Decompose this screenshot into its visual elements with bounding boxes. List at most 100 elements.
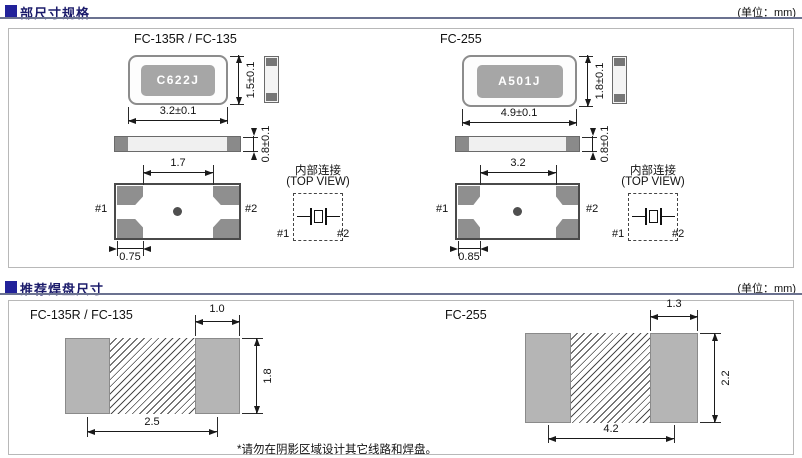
model-name: FC-255 <box>440 32 482 46</box>
keepout-hatch <box>110 338 195 414</box>
package-end-view <box>612 56 627 104</box>
pin2-label: #2 <box>586 203 599 215</box>
extension-line <box>462 109 463 126</box>
dim-pad-gap-label: 1.7 <box>170 157 186 169</box>
section-divider <box>0 293 802 295</box>
dim-body-width-label: 4.9±0.1 <box>500 107 538 119</box>
keepout-hatch <box>571 333 650 423</box>
terminal-cap <box>566 137 579 151</box>
terminal-cap <box>266 93 277 101</box>
dim-pad-gap-label: 3.2 <box>510 157 526 169</box>
dimension-line <box>462 120 577 126</box>
terminal-cap <box>266 58 277 66</box>
terminal-cap <box>456 137 469 151</box>
unit-label: (单位：mm) <box>737 7 796 19</box>
dim-body-width-label: 3.2±0.1 <box>159 105 197 117</box>
dimension-line <box>254 338 260 414</box>
dimension-line <box>480 170 556 176</box>
dim-land-pitch-label: 2.5 <box>144 416 160 428</box>
pin2-label: #2 <box>245 203 258 215</box>
terminal-pad <box>213 186 239 205</box>
terminal-cap <box>614 94 625 102</box>
package-marking: A501J <box>476 64 563 98</box>
extension-line <box>217 417 218 437</box>
internal-pin1-label: #1 <box>612 228 625 240</box>
extension-line <box>700 333 721 334</box>
extension-line <box>243 137 258 138</box>
terminal-pad <box>556 219 578 238</box>
dimension-line <box>548 436 674 442</box>
section-marker-icon <box>5 281 17 293</box>
extension-line <box>650 310 651 331</box>
internal-pin2-label: #2 <box>337 228 350 240</box>
extension-line <box>556 165 557 185</box>
dimension-line <box>650 314 698 320</box>
extension-line <box>213 165 214 185</box>
extension-line <box>582 151 597 152</box>
internal-connection-box <box>628 193 678 241</box>
dim-land-height-label: 2.2 <box>720 370 732 386</box>
package-top-view: A501J <box>462 55 577 107</box>
land-pad-right <box>195 338 240 414</box>
internal-connection-title: 内部连接 <box>295 165 341 177</box>
package-marking: C622J <box>141 64 215 96</box>
land-pad-right <box>650 333 698 423</box>
extension-line <box>242 338 263 339</box>
extension-line <box>697 310 698 331</box>
dim-land-pitch-label: 4.2 <box>603 423 619 435</box>
keepout-note: *请勿在阴影区域设计其它线路和焊盘。 <box>237 444 437 456</box>
extension-line <box>242 413 263 414</box>
extension-line <box>243 151 258 152</box>
extension-line <box>87 417 88 437</box>
unit-label: (单位：mm) <box>737 283 796 295</box>
extension-line <box>674 425 675 443</box>
terminal-pad <box>117 219 143 238</box>
terminal-cap <box>227 137 240 151</box>
dim-pad-width-label: 0.75 <box>119 251 141 263</box>
extension-line <box>576 109 577 126</box>
terminal-pad <box>117 186 143 205</box>
dimension-line <box>590 128 596 160</box>
dimension-line <box>109 246 151 252</box>
internal-connection-title: 内部连接 <box>630 165 676 177</box>
terminal-cap <box>614 58 625 66</box>
dimension-line <box>251 128 257 160</box>
dimension-line <box>712 333 718 423</box>
internal-connection-box <box>293 193 343 241</box>
model-name: FC-135R / FC-135 <box>30 308 133 322</box>
pin1-label: #1 <box>436 203 449 215</box>
dimension-line <box>87 429 217 435</box>
dimension-line <box>143 170 213 176</box>
package-end-view <box>264 56 279 103</box>
extension-line <box>227 107 228 124</box>
model-name: FC-255 <box>445 308 487 322</box>
terminal-pad <box>458 186 480 205</box>
extension-line <box>700 422 721 423</box>
center-mark-icon <box>173 207 182 216</box>
center-mark-icon <box>513 207 522 216</box>
dim-land-width-label: 1.3 <box>666 298 682 310</box>
dimension-line <box>450 246 488 252</box>
dimension-line <box>236 55 242 105</box>
section-divider <box>0 17 802 19</box>
extension-line <box>128 107 129 124</box>
extension-line <box>548 425 549 443</box>
internal-pin2-label: #2 <box>672 228 685 240</box>
dim-land-width-label: 1.0 <box>209 303 225 315</box>
dimension-line <box>128 118 228 124</box>
terminal-pad <box>458 219 480 238</box>
top-view-caption: (TOP VIEW) <box>286 176 350 188</box>
extension-line <box>239 315 240 336</box>
package-front-view <box>114 136 241 152</box>
model-name: FC-135R / FC-135 <box>134 32 237 46</box>
section-marker-icon <box>5 5 17 17</box>
terminal-pad <box>556 186 578 205</box>
internal-pin1-label: #1 <box>277 228 290 240</box>
extension-line <box>582 137 597 138</box>
pin1-label: #1 <box>95 203 108 215</box>
land-pad-left <box>65 338 110 414</box>
